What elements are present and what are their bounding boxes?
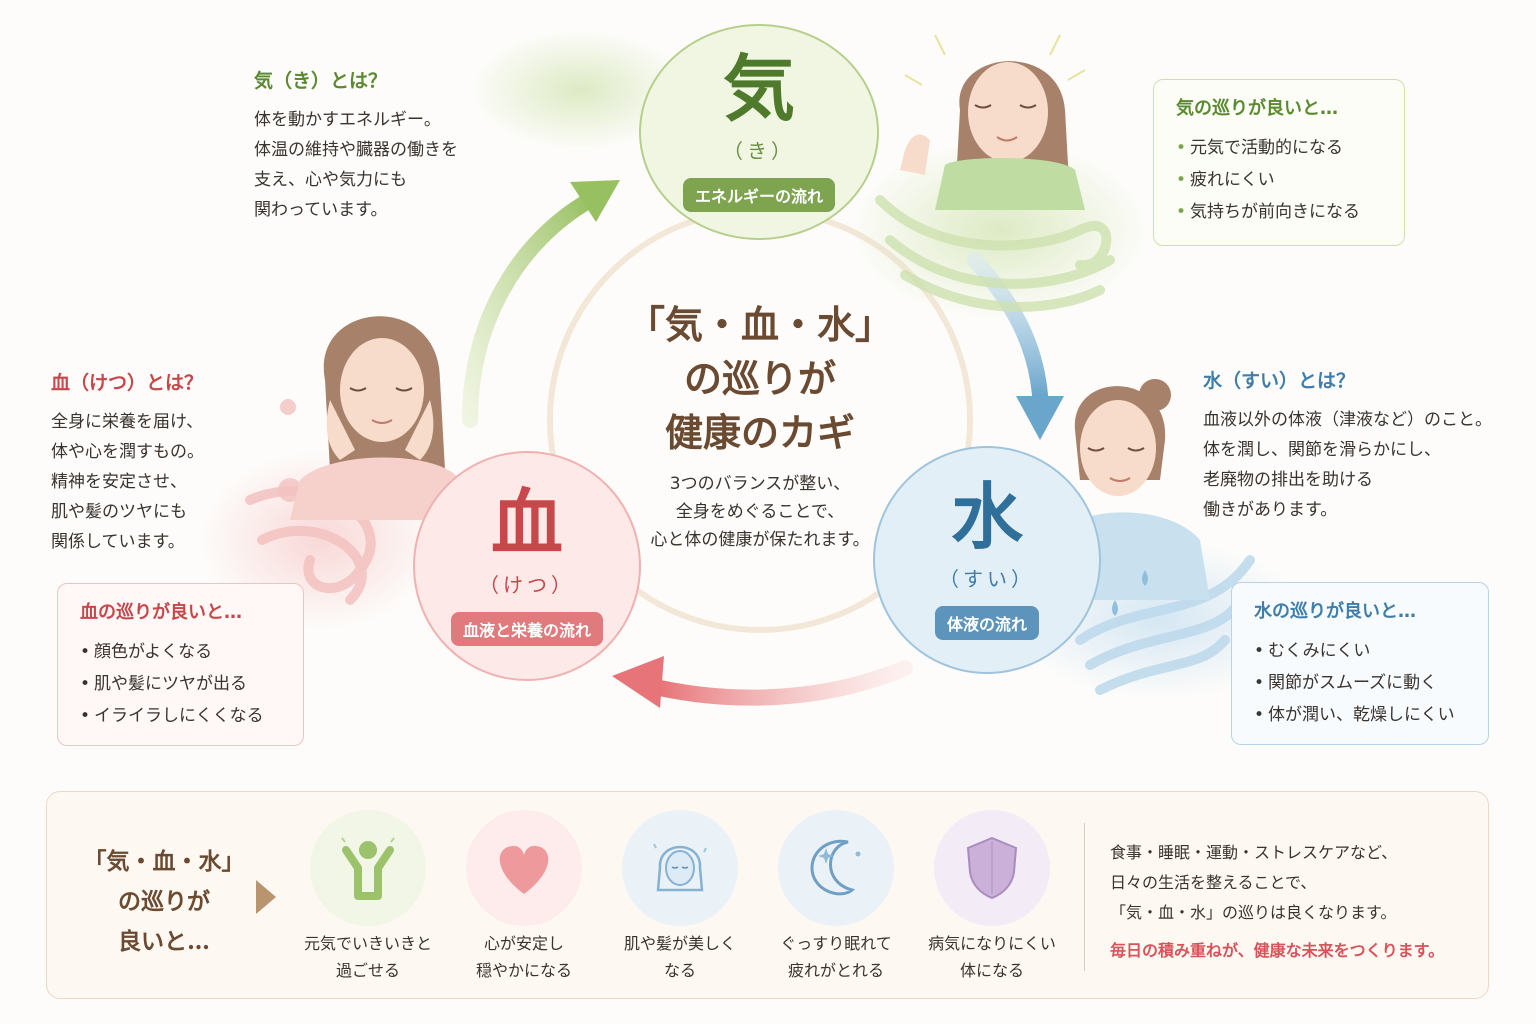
ki-wind-swirl bbox=[875, 195, 1115, 312]
ki-desc-line: 体温の維持や臓器の働きを bbox=[254, 140, 458, 160]
ketsu-desc-line: 全身に栄養を届け、 bbox=[51, 412, 204, 432]
ki-reading: （き） bbox=[723, 138, 795, 163]
sui-benefits-box: 水の巡りが良いと… •むくみにくい •関節がスムーズに動く •体が潤い、乾燥しに… bbox=[1231, 582, 1489, 745]
benefit-label-line: 疲れがとれる bbox=[787, 961, 884, 980]
divider bbox=[1084, 823, 1085, 971]
list-item: •疲れにくい bbox=[1176, 170, 1275, 190]
ketsu-circle: 血 （けつ） 血液と栄養の流れ bbox=[413, 451, 641, 681]
list-item: •気持ちが前向きになる bbox=[1176, 202, 1360, 222]
ki-desc-line: 体を動かすエネルギー。 bbox=[254, 110, 441, 130]
arrow-ki-to-sui bbox=[967, 252, 1064, 440]
benefit-label-line: 病気になりにくい bbox=[928, 934, 1056, 953]
bottom-title-line: の巡りが bbox=[118, 888, 210, 915]
center-title-line: 健康のカギ bbox=[664, 410, 855, 455]
center-description: 3つのバランスが整い、 全身をめぐることで、 心と体の健康が保たれます。 bbox=[620, 470, 900, 554]
ketsu-explanation: 血（けつ）とは？ 全身に栄養を届け、 体や心を潤すもの。 精神を安定させ、 肌や… bbox=[51, 368, 281, 557]
center-title-line: の巡りが bbox=[683, 356, 836, 401]
triangle-right-icon bbox=[256, 880, 276, 914]
sui-desc-line: 老廃物の排出を助ける bbox=[1203, 470, 1373, 490]
ki-glow bbox=[470, 30, 690, 150]
ketsu-desc-line: 肌や髪のツヤにも bbox=[51, 502, 187, 522]
bottom-summary-panel bbox=[46, 791, 1489, 999]
list-item: •関節がスムーズに動く bbox=[1254, 673, 1438, 693]
sui-tag: 体液の流れ bbox=[934, 605, 1039, 640]
moon-icon bbox=[778, 810, 894, 926]
benefit-label-line: ぐっすり眠れて bbox=[780, 934, 892, 953]
ketsu-tag: 血液と栄養の流れ bbox=[450, 611, 603, 646]
center-body-line: 全身をめぐることで、 bbox=[675, 502, 845, 522]
ki-kanji: 気 bbox=[722, 45, 795, 131]
benefit-calm: 心が安定し 穏やかになる bbox=[449, 810, 599, 984]
ki-tag: エネルギーの流れ bbox=[682, 177, 835, 212]
bottom-title: 「気・血・水」 の巡りが 良いと… bbox=[74, 842, 254, 962]
ketsu-desc-line: 体や心を潤すもの。 bbox=[51, 442, 204, 462]
list-item: •むくみにくい bbox=[1254, 641, 1371, 661]
benefit-label-line: 心が安定し bbox=[483, 934, 564, 953]
list-item: •肌や髪にツヤが出る bbox=[80, 674, 247, 694]
center-title-line: 「気・血・水」 bbox=[626, 302, 893, 347]
arrow-sui-to-ketsu bbox=[612, 656, 913, 708]
woman-ketsu-illustration bbox=[278, 316, 470, 520]
sui-desc-line: 血液以外の体液（津液など）のこと。 bbox=[1203, 410, 1492, 430]
lifestyle-line: 食事・睡眠・運動・ストレスケアなど、 bbox=[1110, 843, 1398, 862]
sui-question: 水（すい）とは？ bbox=[1203, 370, 1356, 392]
sparkle-lines bbox=[904, 34, 1086, 86]
sui-kanji: 水 bbox=[950, 473, 1023, 559]
sui-desc-line: 働きがあります。 bbox=[1203, 500, 1338, 520]
arrow-ketsu-to-ki bbox=[462, 180, 620, 428]
ketsu-question: 血（けつ）とは？ bbox=[51, 372, 204, 394]
benefit-energy: 元気でいきいきと 過ごせる bbox=[293, 810, 443, 984]
benefit-label-line: 過ごせる bbox=[335, 961, 400, 980]
ketsu-desc-line: 精神を安定させ、 bbox=[51, 472, 187, 492]
sui-benefits-title: 水の巡りが良いと… bbox=[1254, 601, 1416, 622]
list-item: •イライラしにくくなる bbox=[80, 706, 264, 726]
benefit-label-line: 肌や髪が美しく bbox=[623, 934, 736, 953]
ki-circle: 気 （き） エネルギーの流れ bbox=[639, 24, 879, 240]
bottom-title-line: 「気・血・水」 bbox=[83, 848, 245, 875]
sui-reading: （すい） bbox=[939, 566, 1035, 591]
lifestyle-message: 食事・睡眠・運動・ストレスケアなど、 日々の生活を整えることで、 「気・血・水」… bbox=[1110, 838, 1480, 966]
center-body-line: 心と体の健康が保たれます。 bbox=[650, 530, 870, 550]
sui-desc-line: 体を潤し、関節を滑らかにし、 bbox=[1203, 440, 1441, 460]
lifestyle-line: 「気・血・水」の巡りは良くなります。 bbox=[1110, 903, 1397, 922]
center-body-line: 3つのバランスが整い、 bbox=[669, 474, 851, 494]
lifestyle-line: 日々の生活を整えることで、 bbox=[1110, 873, 1317, 892]
ketsu-benefits-box: 血の巡りが良いと… •顔色がよくなる •肌や髪にツヤが出る •イライラしにくくな… bbox=[57, 583, 304, 746]
heart-icon bbox=[466, 810, 582, 926]
benefit-label-line: 穏やかになる bbox=[475, 961, 572, 980]
center-title: 「気・血・水」 の巡りが 健康のカギ bbox=[600, 298, 920, 460]
ki-benefits-box: 気の巡りが良いと… •元気で活動的になる •疲れにくい •気持ちが前向きになる bbox=[1153, 79, 1405, 246]
benefit-label-line: 元気でいきいきと bbox=[303, 934, 432, 953]
ketsu-benefits-title: 血の巡りが良いと… bbox=[80, 602, 242, 623]
bottom-title-line: 良いと… bbox=[118, 928, 210, 955]
ki-desc-line: 関わっています。 bbox=[254, 200, 388, 220]
list-item: •体が潤い、乾燥しにくい bbox=[1254, 705, 1455, 725]
ketsu-reading: （けつ） bbox=[479, 572, 575, 597]
shield-icon bbox=[934, 810, 1050, 926]
sui-water-swirl bbox=[1075, 555, 1255, 695]
benefit-sleep: ぐっすり眠れて 疲れがとれる bbox=[761, 810, 911, 984]
ki-question: 気（き）とは？ bbox=[254, 70, 388, 92]
ketsu-desc-line: 関係しています。 bbox=[51, 532, 185, 552]
benefit-label-line: 体になる bbox=[959, 961, 1024, 980]
ketsu-kanji: 血 bbox=[490, 479, 563, 565]
ki-benefits-title: 気の巡りが良いと… bbox=[1176, 98, 1338, 119]
accent-message: 毎日の積み重ねが、健康な未来をつくります。 bbox=[1110, 941, 1445, 960]
benefit-label-line: なる bbox=[663, 961, 696, 980]
ki-desc-line: 支え、心や気力にも bbox=[254, 170, 407, 190]
woman-ki-illustration bbox=[900, 34, 1086, 210]
ki-explanation: 気（き）とは？ 体を動かすエネルギー。 体温の維持や臓器の働きを 支え、心や気力… bbox=[254, 66, 524, 225]
benefit-immunity: 病気になりにくい 体になる bbox=[917, 810, 1067, 984]
woman-face-icon bbox=[622, 810, 738, 926]
sui-circle: 水 （すい） 体液の流れ bbox=[873, 446, 1101, 674]
list-item: •顔色がよくなる bbox=[80, 642, 213, 662]
person-cheer-icon bbox=[310, 810, 426, 926]
benefit-beauty: 肌や髪が美しく なる bbox=[605, 810, 755, 984]
list-item: •元気で活動的になる bbox=[1176, 138, 1343, 158]
sui-explanation: 水（すい）とは？ 血液以外の体液（津液など）のこと。 体を潤し、関節を滑らかにし… bbox=[1203, 366, 1523, 525]
